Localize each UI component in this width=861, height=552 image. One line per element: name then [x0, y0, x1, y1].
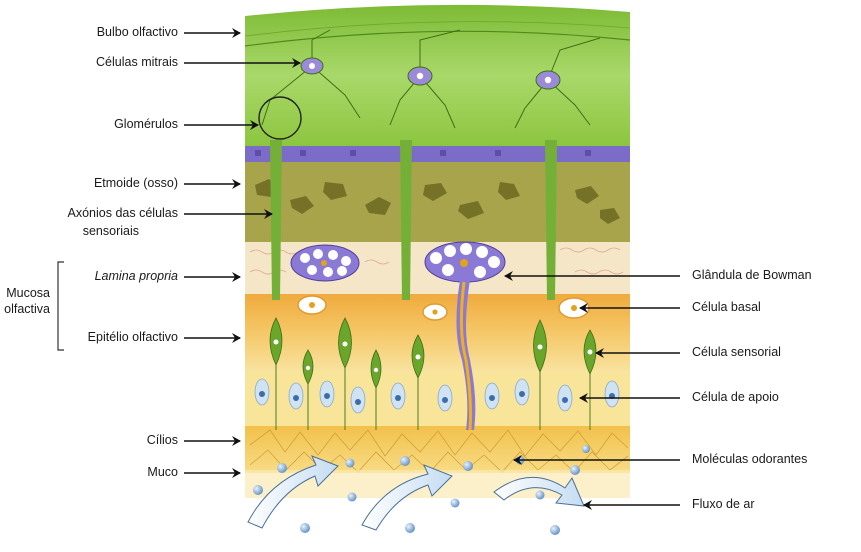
label-glandula-bowman: Glândula de Bowman	[692, 268, 812, 282]
label-axonios-line2: sensoriais	[82, 224, 139, 238]
label-celulas-mitrais: Células mitrais	[96, 55, 178, 69]
mitral-cells	[300, 57, 561, 90]
label-cilios: Cílios	[146, 433, 178, 447]
bone-purple-layer	[245, 144, 630, 162]
label-mucosa-line2: olfactiva	[4, 302, 50, 316]
airflow-arrows	[247, 455, 585, 531]
label-celula-apoio: Célula de apoio	[692, 390, 779, 404]
label-lamina-propria: Lamina propria	[95, 269, 178, 284]
glomerulus-circle	[258, 96, 302, 140]
label-arrows	[184, 28, 680, 510]
label-celula-basal: Célula basal	[692, 300, 761, 314]
label-epitelio-olfactivo: Epitélio olfactivo	[87, 330, 178, 344]
bone-purple-texture	[255, 150, 591, 156]
mucus-layer	[245, 425, 630, 473]
label-fluxo-ar: Fluxo de ar	[692, 497, 755, 511]
label-muco: Muco	[147, 465, 178, 479]
anatomy-panel	[244, 4, 631, 535]
bulb-dendrites	[261, 29, 601, 129]
axon-bundles	[270, 140, 557, 300]
olfactory-bulb	[245, 4, 630, 147]
label-axonios-line1: Axónios das células	[67, 206, 178, 220]
label-mucosa-line1: Mucosa	[6, 286, 50, 300]
bowman-gland-right	[424, 241, 506, 431]
mucosa-bracket	[57, 261, 64, 351]
sensory-nuclei	[273, 339, 593, 373]
label-glomerulos: Glomérulos	[114, 117, 178, 131]
bone-texture	[255, 179, 620, 224]
label-celula-sensorial: Célula sensorial	[692, 345, 781, 359]
label-moleculas-odorantes: Moléculas odorantes	[692, 452, 808, 466]
lamina-propria-text: Lamina propria	[94, 269, 178, 283]
label-bulbo-olfactivo: Bulbo olfactivo	[96, 25, 178, 39]
bowman-gland-left	[290, 244, 360, 282]
mucus-texture	[249, 429, 629, 473]
sensory-dendrites	[275, 365, 591, 430]
label-etmoide: Etmoide (osso)	[93, 176, 178, 190]
supporting-nuclei	[259, 391, 615, 405]
